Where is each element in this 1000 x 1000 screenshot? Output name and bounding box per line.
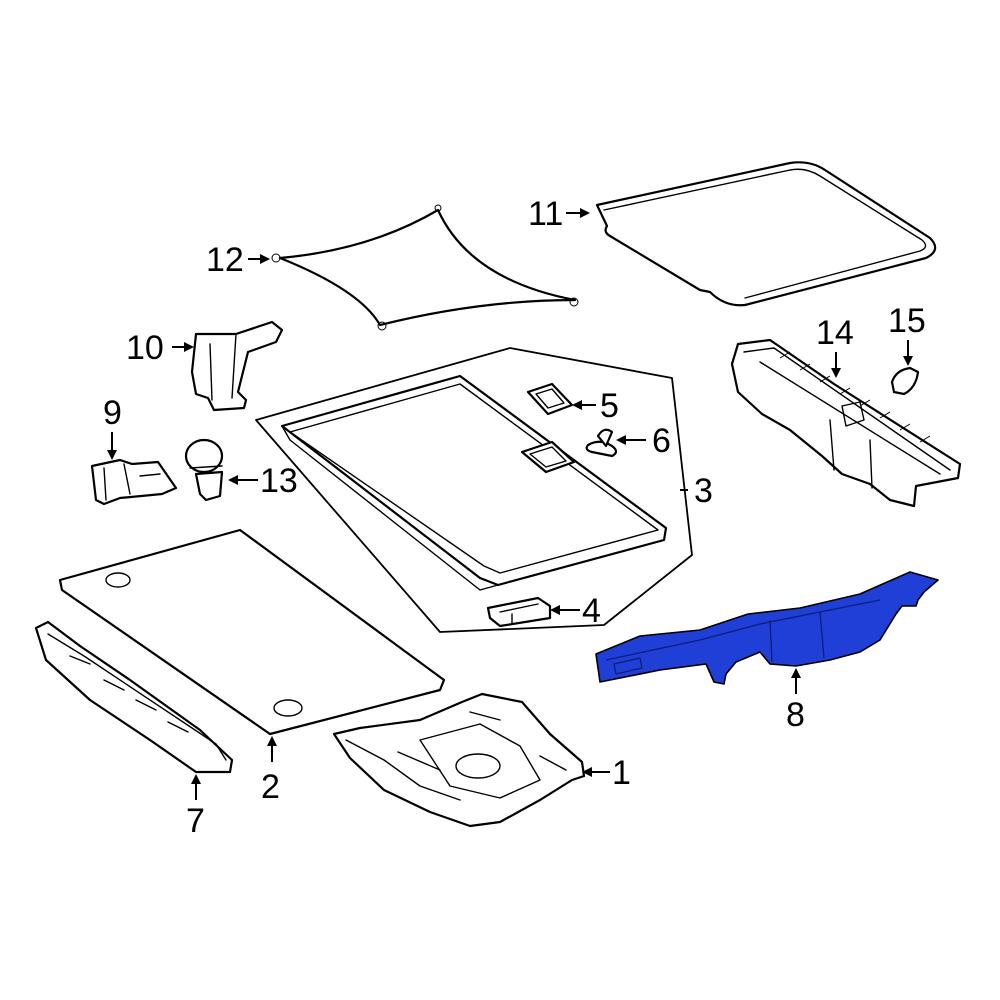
callout-15: 15 [888, 302, 926, 340]
floor-handle-recess [520, 440, 576, 474]
callout-13: 13 [260, 462, 298, 500]
callout-3: 3 [694, 472, 713, 510]
part-5-handle[interactable] [526, 382, 574, 416]
part-8-rear-panel-crossmember[interactable] [595, 571, 939, 685]
part-2-floor-panel[interactable] [58, 528, 446, 736]
leader-lines [107, 208, 913, 800]
part-10-side-bracket[interactable] [190, 320, 284, 412]
callout-10: 10 [126, 329, 164, 367]
callout-labels: 1 2 3 4 5 6 7 8 9 10 11 12 13 14 15 [103, 195, 926, 840]
part-14-sill-trim[interactable] [730, 338, 962, 508]
callout-12: 12 [206, 241, 244, 279]
callout-2: 2 [261, 768, 280, 806]
part-12-cargo-net[interactable] [271, 204, 579, 331]
callout-8: 8 [786, 696, 805, 734]
callout-7: 7 [186, 802, 205, 840]
part-9-bracket[interactable] [90, 458, 178, 506]
part-11-cargo-cover[interactable] [595, 161, 937, 307]
part-13-tie-down[interactable] [184, 438, 224, 502]
callout-5: 5 [600, 387, 619, 425]
part-15-cap[interactable] [890, 366, 920, 396]
callout-9: 9 [103, 394, 122, 432]
callout-4: 4 [582, 592, 601, 630]
part-4-bracket[interactable] [486, 596, 552, 628]
callout-14: 14 [816, 314, 854, 352]
part-6-hook[interactable] [585, 428, 618, 458]
callout-11: 11 [528, 195, 563, 233]
callout-6: 6 [652, 422, 671, 460]
part-3-load-floor[interactable] [280, 374, 668, 591]
callout-1: 1 [612, 754, 631, 792]
part-1-storage-well[interactable] [332, 692, 586, 828]
part-7-sill-reinforcement[interactable] [34, 620, 234, 774]
part-3-group-outline [255, 347, 693, 633]
